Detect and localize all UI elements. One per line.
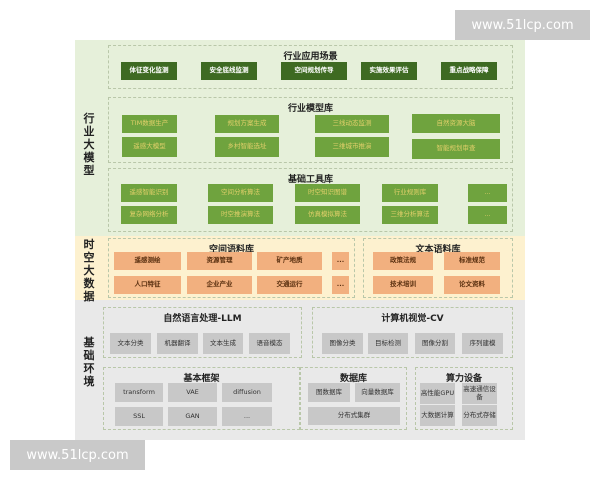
watermark-top: www.51lcp.com bbox=[455, 10, 590, 40]
text-title: 文本语料库 bbox=[415, 245, 461, 255]
scene-item: 安全底线监测 bbox=[201, 62, 257, 80]
framework-item: GAN bbox=[168, 407, 217, 426]
model-item: 智能规划审查 bbox=[412, 139, 500, 159]
model-item: 三线动态监测 bbox=[315, 115, 389, 133]
spatial-item: 遥感测绘 bbox=[114, 252, 181, 270]
cv-item: 序列建模 bbox=[462, 333, 503, 354]
scenes-box bbox=[108, 45, 513, 89]
database-box bbox=[300, 367, 407, 430]
text-item: 标准规范 bbox=[444, 252, 500, 270]
database-item: 分布式集群 bbox=[308, 407, 400, 425]
llm-item: 文本生成 bbox=[203, 333, 243, 354]
model-item: TIM数据生产 bbox=[122, 115, 177, 133]
compute-item: 分布式存储 bbox=[462, 405, 497, 426]
tool-item: 遥感智能识别 bbox=[121, 184, 177, 202]
model-item: 自然资源大脑 bbox=[412, 114, 500, 133]
tools-title: 基础工具库 bbox=[287, 175, 333, 185]
models-box bbox=[108, 97, 513, 163]
llm-box bbox=[103, 307, 302, 358]
spatial-item: ... bbox=[332, 252, 349, 270]
spatial-item: 企业产业 bbox=[187, 276, 252, 294]
framework-item: VAE bbox=[168, 383, 217, 402]
database-item: 向量数据库 bbox=[355, 383, 400, 402]
llm-item: 文本分类 bbox=[110, 333, 151, 354]
cv-item: 图像分类 bbox=[322, 333, 363, 354]
scene-item: 重点战略保障 bbox=[441, 62, 497, 80]
cv-item: 目标检测 bbox=[368, 333, 408, 354]
tool-item: ... bbox=[468, 184, 507, 202]
industry-label: 行业大模型 bbox=[83, 112, 95, 177]
infra-label: 基础环境 bbox=[83, 336, 95, 388]
tool-item: 时空知识图谱 bbox=[295, 184, 360, 202]
framework-item: ... bbox=[222, 407, 272, 426]
text-item: 技术培训 bbox=[373, 276, 433, 294]
text-item: 论文资料 bbox=[444, 276, 500, 294]
framework-item: SSL bbox=[115, 407, 163, 426]
spatial-item: 交通运行 bbox=[257, 276, 322, 294]
framework-title: 基本框架 bbox=[183, 374, 220, 384]
scene-item: 体征变化监测 bbox=[121, 62, 177, 80]
scenes-title: 行业应用场景 bbox=[283, 52, 338, 62]
tool-item: 空间分析算法 bbox=[208, 184, 273, 202]
model-item: 规划方案生成 bbox=[215, 115, 279, 133]
database-item: 图数据库 bbox=[308, 383, 350, 402]
model-item: 乡村智能选址 bbox=[215, 137, 279, 157]
llm-title: 自然语言处理-LLM bbox=[163, 314, 242, 324]
tools-box bbox=[108, 168, 513, 232]
spatial-item: ... bbox=[332, 276, 349, 294]
cv-title: 计算机视觉-CV bbox=[381, 314, 444, 324]
scene-item: 空间规划传导 bbox=[281, 62, 347, 80]
compute-item: 高速通信设备 bbox=[462, 383, 497, 404]
compute-box bbox=[415, 367, 513, 430]
tool-item: 仿真模拟算法 bbox=[295, 206, 360, 224]
tool-item: ... bbox=[468, 206, 507, 224]
framework-item: transform bbox=[115, 383, 163, 402]
text-item: 政策法规 bbox=[373, 252, 433, 270]
tool-item: 时空推演算法 bbox=[208, 206, 273, 224]
tool-item: 三维分析算法 bbox=[382, 206, 438, 224]
compute-item: 高性能GPU bbox=[420, 383, 455, 404]
tool-item: 复杂网络分析 bbox=[121, 206, 177, 224]
spatial-item: 矿产地质 bbox=[257, 252, 322, 270]
tool-item: 行业规则库 bbox=[382, 184, 438, 202]
database-title: 数据库 bbox=[339, 374, 367, 384]
llm-item: 机器翻译 bbox=[157, 333, 198, 354]
framework-item: diffusion bbox=[222, 383, 272, 402]
compute-title: 算力设备 bbox=[445, 374, 482, 384]
cv-item: 图像分割 bbox=[415, 333, 455, 354]
llm-item: 语音模态 bbox=[249, 333, 290, 354]
model-item: 遥感大模型 bbox=[122, 137, 177, 157]
cv-box bbox=[312, 307, 513, 358]
spatial-box bbox=[108, 238, 355, 298]
scene-item: 实施效果评估 bbox=[361, 62, 417, 80]
spatial-item: 资源管理 bbox=[187, 252, 252, 270]
framework-box bbox=[103, 367, 300, 430]
text-box bbox=[363, 238, 513, 298]
bigdata-label: 时空大数据 bbox=[83, 238, 95, 303]
watermark-bottom: www.51lcp.com bbox=[10, 440, 145, 470]
model-item: 三维城市推演 bbox=[315, 137, 389, 157]
spatial-item: 人口特征 bbox=[114, 276, 181, 294]
compute-item: 大数据计算 bbox=[420, 405, 455, 426]
spatial-title: 空间语料库 bbox=[208, 245, 254, 255]
models-title: 行业模型库 bbox=[287, 104, 333, 114]
